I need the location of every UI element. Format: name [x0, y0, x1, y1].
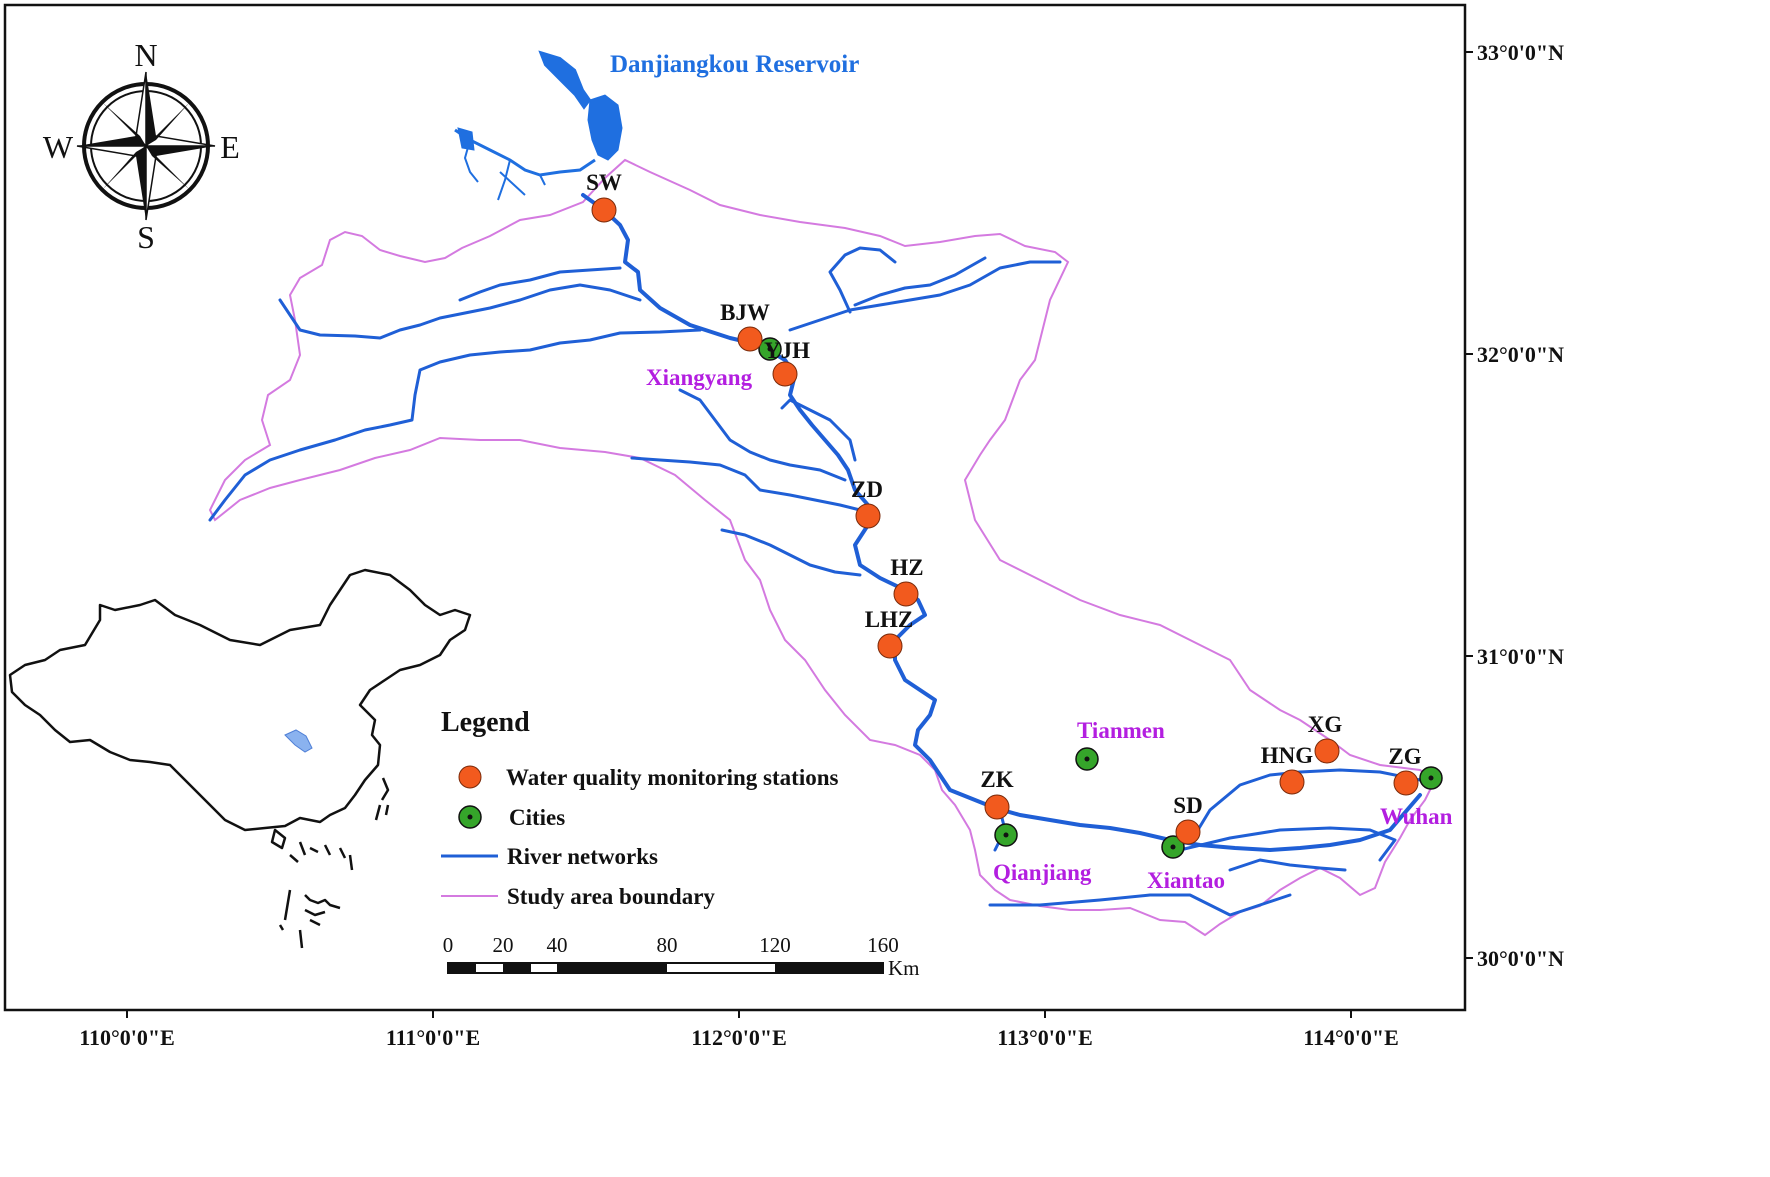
station-marker-zg	[1393, 770, 1419, 796]
danjiangkou-reservoir	[454, 50, 623, 201]
study-area-boundary	[208, 158, 1437, 937]
legend-station-symbol	[458, 765, 482, 789]
lat-tick-label: 32°0'0"N	[1477, 342, 1564, 367]
legend: Legend Water quality monitoring stations…	[441, 707, 839, 909]
compass-west-label: W	[43, 129, 74, 165]
station-label-xg: XG	[1308, 712, 1343, 737]
legend-rivers-label: River networks	[507, 844, 658, 869]
station-label-bjw: BJW	[720, 300, 770, 325]
inset-study-area	[284, 729, 313, 753]
china-inset-map	[8, 568, 472, 949]
city-marker-qianjiang	[994, 823, 1018, 847]
map-frame	[3, 3, 1467, 1012]
longitude-axis: 110°0'0"E 111°0'0"E 112°0'0"E 113°0'0"E …	[79, 1010, 1399, 1050]
station-marker-hng	[1279, 769, 1305, 795]
legend-city-symbol	[458, 805, 482, 829]
reservoir-label: Danjiangkou Reservoir	[610, 51, 859, 78]
station-label-zg: ZG	[1388, 744, 1421, 769]
city-marker-tianmen	[1075, 747, 1099, 771]
lon-tick-label: 110°0'0"E	[79, 1025, 175, 1050]
river-networks	[208, 193, 1422, 917]
station-label-hng: HNG	[1261, 743, 1314, 768]
city-marker-xiantao	[1161, 835, 1185, 859]
legend-title: Legend	[441, 707, 530, 738]
city-label-tianmen: Tianmen	[1077, 718, 1165, 743]
station-marker-hz	[893, 581, 919, 607]
lon-tick-label: 114°0'0"E	[1303, 1025, 1399, 1050]
latitude-axis: 33°0'0"N 32°0'0"N 31°0'0"N 30°0'0"N	[1465, 40, 1564, 971]
scale-unit: Km	[888, 956, 920, 980]
compass-east-label: E	[220, 129, 240, 165]
compass-north-label: N	[134, 37, 157, 73]
lon-tick-label: 112°0'0"E	[691, 1025, 787, 1050]
station-marker-xg	[1314, 738, 1340, 764]
city-marker-xiangyang	[758, 337, 782, 361]
legend-cities-label: Cities	[509, 805, 565, 830]
station-marker-bjw	[737, 326, 763, 352]
scale-tick-80: 80	[657, 933, 678, 957]
stations-layer: SW BJW YJH ZD HZ LHZ ZK SD HNG XG ZG	[586, 170, 1422, 845]
lat-tick-label: 33°0'0"N	[1477, 40, 1564, 65]
station-label-zd: ZD	[851, 477, 883, 502]
compass-south-label: S	[137, 219, 155, 255]
station-marker-sw	[591, 197, 617, 223]
station-marker-sd	[1175, 819, 1201, 845]
station-label-sw: SW	[586, 170, 622, 195]
cities-layer: Xiangyang Tianmen Qianjiang Xiantao Wuha…	[646, 337, 1453, 893]
station-marker-yjh	[772, 361, 798, 387]
city-marker-wuhan	[1419, 766, 1443, 790]
lat-tick-label: 30°0'0"N	[1477, 946, 1564, 971]
legend-stations-label: Water quality monitoring stations	[506, 765, 839, 790]
station-marker-zk	[984, 794, 1010, 820]
station-label-hz: HZ	[890, 555, 923, 580]
city-label-xiantao: Xiantao	[1147, 868, 1225, 893]
station-label-yjh: YJH	[764, 338, 810, 363]
lon-tick-label: 113°0'0"E	[997, 1025, 1093, 1050]
legend-boundary-label: Study area boundary	[507, 884, 715, 909]
hanjiang-main-river	[581, 193, 1422, 852]
lon-tick-label: 111°0'0"E	[386, 1025, 480, 1050]
scale-bar: 0 20 40 80 120 160 Km	[443, 933, 920, 980]
compass-rose: N S E W	[43, 37, 240, 255]
station-label-lhz: LHZ	[865, 607, 914, 632]
city-label-wuhan: Wuhan	[1380, 804, 1453, 829]
station-label-sd: SD	[1173, 793, 1202, 818]
scale-tick-40: 40	[547, 933, 568, 957]
scale-tick-0: 0	[443, 933, 454, 957]
station-marker-lhz	[877, 633, 903, 659]
scale-tick-160: 160	[867, 933, 899, 957]
station-marker-zd	[855, 503, 881, 529]
city-label-xiangyang: Xiangyang	[646, 365, 753, 390]
city-label-qianjiang: Qianjiang	[993, 860, 1092, 885]
scale-tick-120: 120	[759, 933, 791, 957]
scale-tick-20: 20	[493, 933, 514, 957]
lat-tick-label: 31°0'0"N	[1477, 644, 1564, 669]
station-label-zk: ZK	[980, 767, 1013, 792]
